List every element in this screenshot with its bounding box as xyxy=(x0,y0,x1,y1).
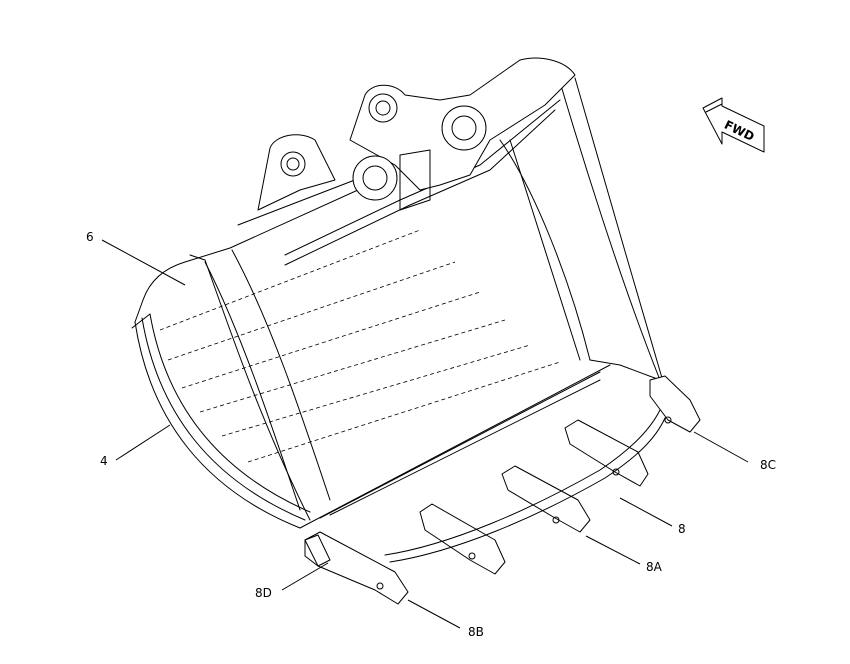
callout-4: 4 xyxy=(100,454,108,468)
tooth-8D xyxy=(304,531,409,605)
callout-8A: 8A xyxy=(646,560,663,574)
tooth-8 xyxy=(564,419,649,487)
callout-8B: 8B xyxy=(468,625,484,639)
bucket-body xyxy=(131,77,663,529)
leader-8C xyxy=(693,431,749,463)
callout-8: 8 xyxy=(678,522,686,536)
pin-bosses xyxy=(257,57,576,211)
leader-6 xyxy=(101,239,186,286)
leader-8B xyxy=(407,599,461,629)
tooth-8C xyxy=(649,375,701,433)
pin-hole-center-lower xyxy=(352,155,398,201)
callout-labels: 6 4 8D 8B 8A 8 8C xyxy=(86,230,776,639)
callout-8D: 8D xyxy=(255,586,272,600)
leader-8 xyxy=(619,497,673,527)
callout-8C: 8C xyxy=(760,458,776,472)
pin-hole-right xyxy=(441,105,487,151)
leader-4 xyxy=(115,424,171,461)
leader-lines xyxy=(101,239,749,629)
pin-hole-center-upper xyxy=(368,93,398,123)
tooth-8B xyxy=(419,503,506,575)
bucket-teeth xyxy=(304,375,701,605)
callout-6: 6 xyxy=(86,230,94,244)
side-cutter xyxy=(304,534,331,567)
leader-8D xyxy=(281,562,329,591)
pin-hole-left xyxy=(280,151,306,177)
fwd-arrow: FWD xyxy=(702,97,765,153)
fwd-arrow-icon xyxy=(702,97,765,153)
leader-8A xyxy=(585,535,641,565)
